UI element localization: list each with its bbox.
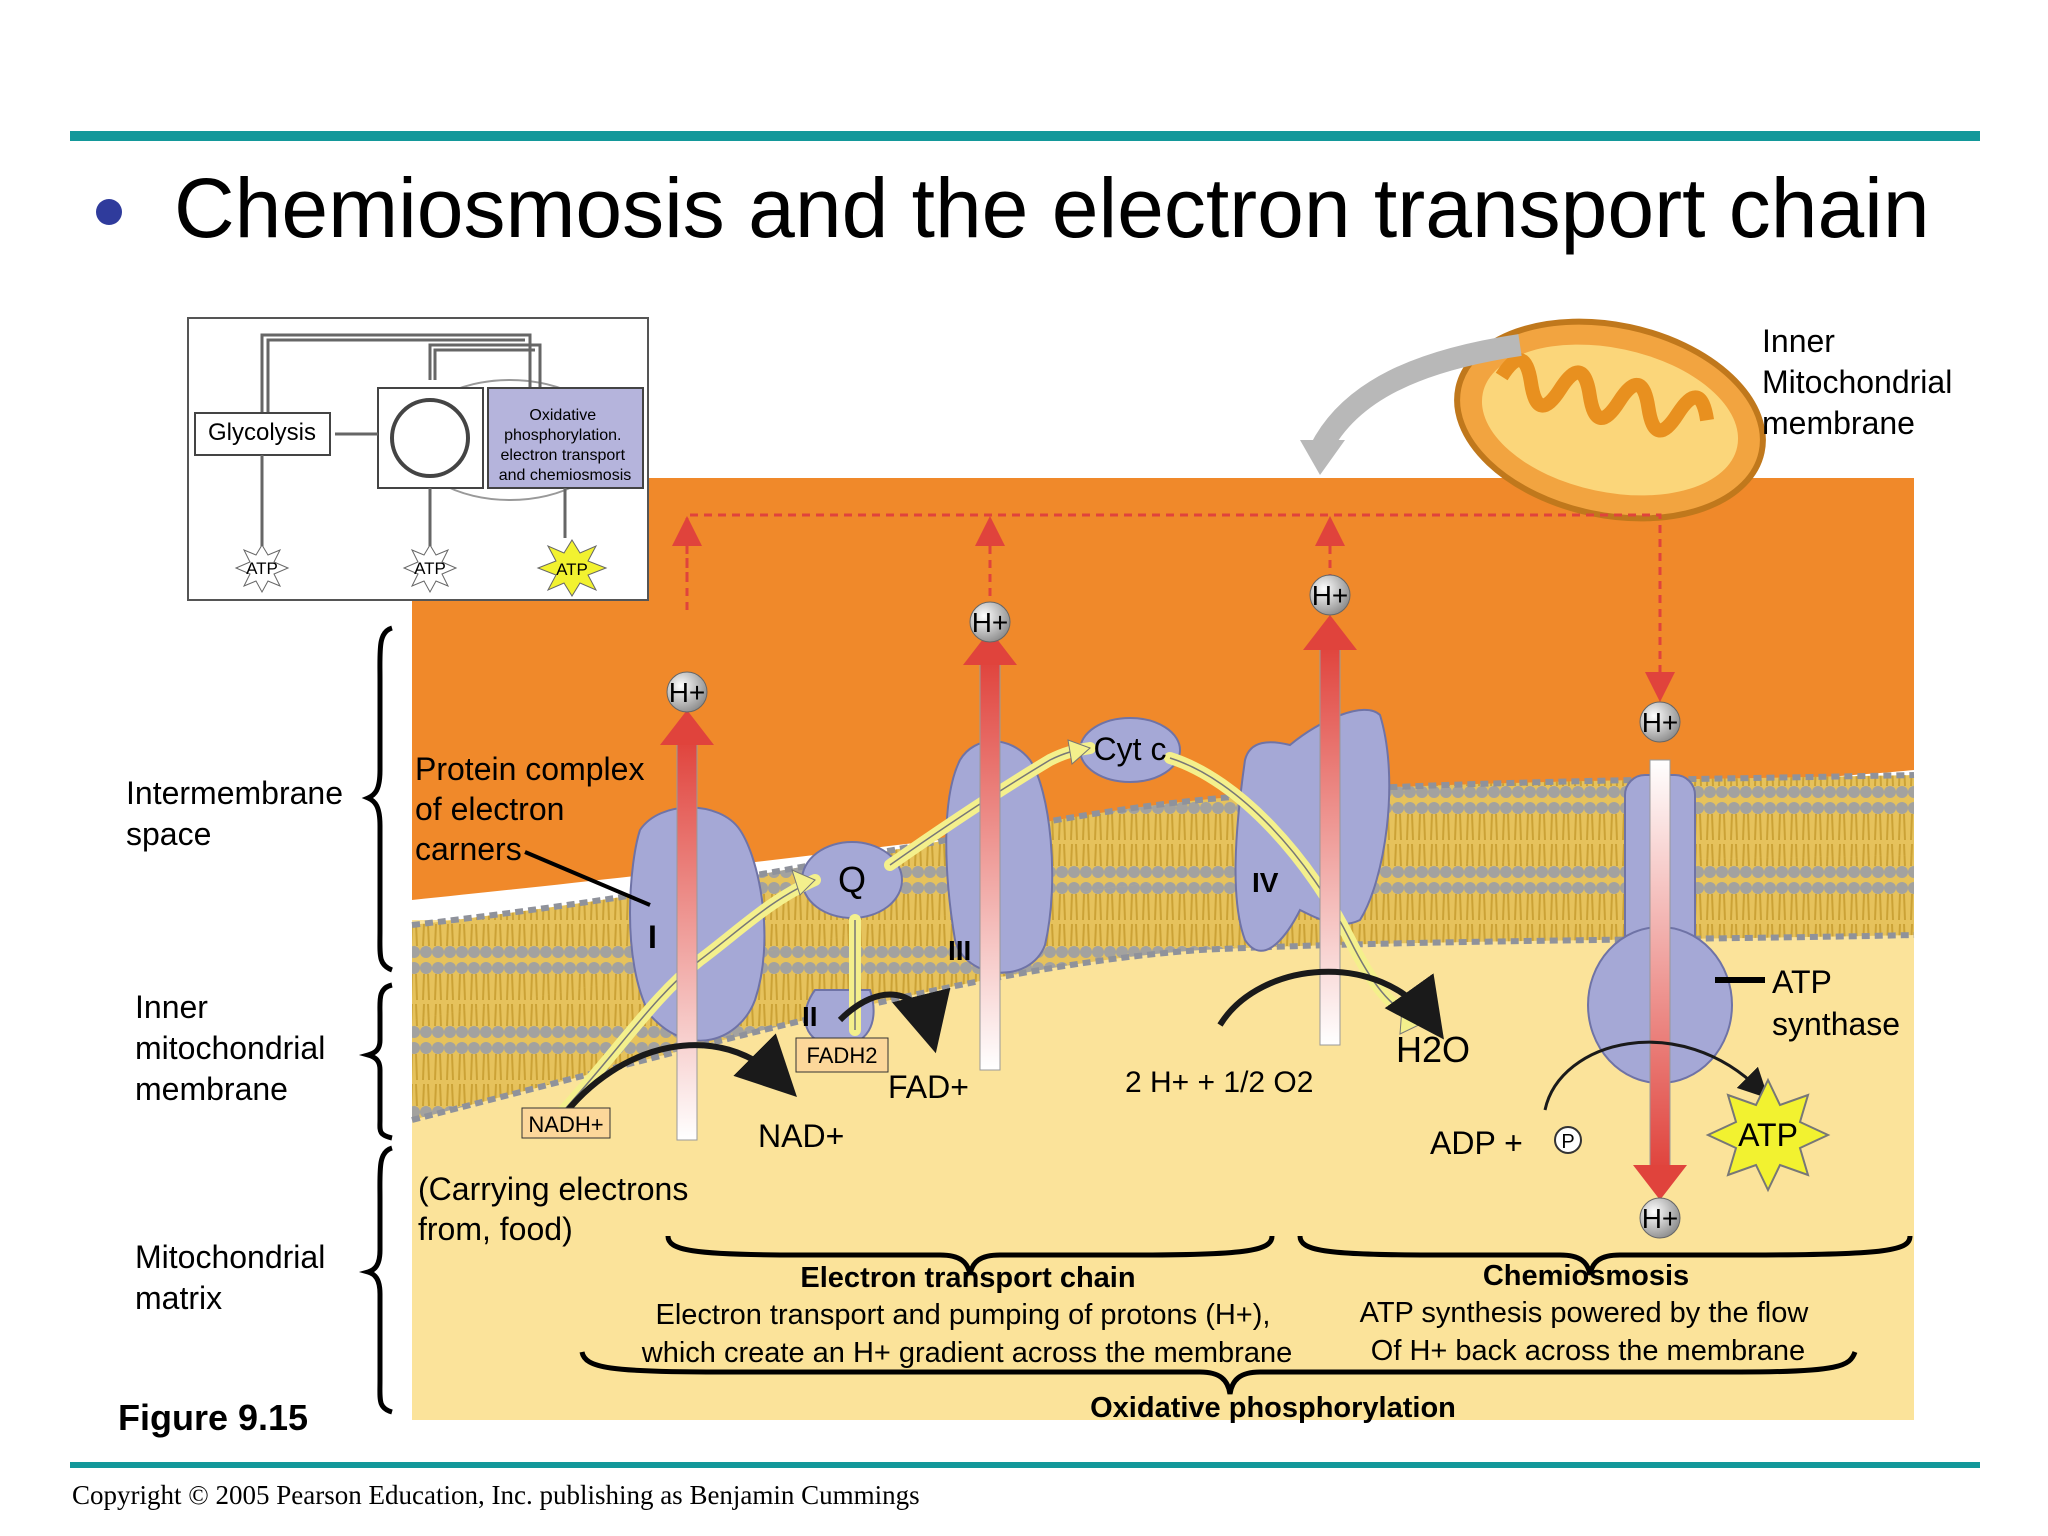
figure-label: Figure 9.15: [118, 1397, 308, 1438]
mitochondrion-icon: [1454, 318, 1766, 522]
chemi-title: Chemiosmosis: [1483, 1260, 1689, 1292]
h-plus-ball: H+: [1639, 1197, 1681, 1239]
water-arrow: [1217, 968, 1444, 1040]
slide-title: Chemiosmosis and the electron transport …: [174, 161, 1930, 255]
complex-IV-label: IV: [1252, 867, 1279, 898]
membrane-brace: [358, 982, 393, 1141]
inset-atp: ATP: [246, 559, 278, 578]
complex-IV: [1234, 708, 1391, 952]
atp-synthase-label: ATP synthase: [1772, 964, 1900, 1042]
inner-membrane-label: Inner mitochondrial membrane: [135, 989, 334, 1107]
oxphos-title: Oxidative phosphorylation: [1090, 1392, 1456, 1424]
bullet-icon: [96, 198, 122, 225]
h-plus-ball: H+: [1639, 701, 1681, 743]
complex-II-label: II: [802, 1001, 818, 1032]
adp-label: ADP +: [1430, 1125, 1523, 1161]
h-plus-ball: H+: [666, 671, 708, 713]
chemi-brace: [1297, 1235, 1913, 1276]
inset-atp: ATP: [414, 559, 446, 578]
fad-label: FAD+: [888, 1069, 969, 1105]
pi-label: P: [1561, 1131, 1574, 1153]
proton-arrow-synthase: [1633, 759, 1687, 1200]
atp-star-icon: [1705, 1077, 1831, 1193]
intermembrane-brace: [361, 625, 394, 973]
proton-arrow-IV: [1303, 615, 1357, 1046]
top-rule: [70, 131, 1980, 141]
nadh-arrow: [557, 1033, 797, 1122]
slide-title-row: Chemiosmosis and the electron transport …: [96, 160, 1930, 257]
protein-complex-label: Protein complex of electron carners: [415, 751, 653, 867]
fadh2-arrow: [837, 987, 951, 1054]
nad-label: NAD+: [758, 1118, 844, 1154]
water-equation: 2 H+ + 1/2 O2: [1125, 1066, 1313, 1099]
oxphos-brace: [579, 1351, 1858, 1395]
h2o-label: H2O: [1396, 1029, 1470, 1070]
h-plus-ball: H+: [1309, 574, 1351, 616]
intermembrane-region: [412, 478, 1914, 900]
copyright: Copyright © 2005 Pearson Education, Inc.…: [72, 1480, 920, 1510]
svg-text:H+: H+: [669, 677, 706, 708]
h-plus-ball: H+: [969, 601, 1011, 643]
carrying-label: (Carrying electrons from, food): [418, 1171, 697, 1247]
inset-glycolysis: Glycolysis: [208, 419, 316, 446]
complex-III-label: III: [948, 935, 971, 966]
fadh2-label: FADH2: [807, 1043, 878, 1068]
inset-atp: ATP: [556, 560, 588, 579]
proton-arrow-III: [963, 630, 1017, 1071]
chemi-description: ATP synthesis powered by the flow Of H+ …: [1360, 1297, 1817, 1367]
etc-description: Electron transport and pumping of proton…: [641, 1299, 1292, 1369]
mito-label: Inner Mitochondrial membrane: [1762, 323, 1961, 441]
svg-text:H+: H+: [1312, 580, 1349, 611]
matrix-brace: [358, 1145, 394, 1415]
overview-inset: Glycolysis Oxidative phosphorylation. el…: [187, 317, 649, 601]
proton-arrow-I: [660, 710, 714, 1141]
svg-text:H+: H+: [1642, 707, 1679, 738]
etc-title: Electron transport chain: [800, 1262, 1135, 1294]
atp-label: ATP: [1738, 1117, 1798, 1153]
zoom-arrow: [1310, 334, 1522, 456]
svg-text:H+: H+: [972, 607, 1009, 638]
etc-brace: [665, 1235, 1275, 1276]
cyt-c-label: Cyt c: [1094, 731, 1167, 767]
nadh-label: NADH+: [528, 1112, 603, 1137]
q-label: Q: [838, 859, 866, 900]
adp-arrow: [1543, 1040, 1769, 1111]
complex-I-label: I: [648, 919, 657, 955]
inset-oxphos: Oxidative phosphorylation. electron tran…: [499, 407, 632, 484]
matrix-label: Mitochondrial matrix: [135, 1239, 334, 1316]
svg-text:H+: H+: [1642, 1203, 1679, 1234]
intermembrane-label: Intermembrane space: [126, 775, 352, 852]
bottom-rule: [70, 1462, 1980, 1468]
